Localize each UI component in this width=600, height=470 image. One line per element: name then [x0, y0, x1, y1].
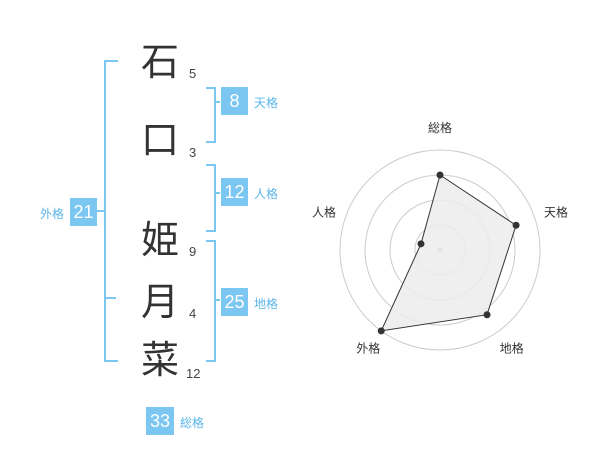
radar-ring [364, 174, 516, 326]
radar-point-2 [512, 221, 520, 229]
gaikaku-bracket [104, 60, 118, 362]
radar-rings [339, 149, 541, 351]
chikaku-value: 25 [221, 288, 248, 316]
stroke-count-4: 4 [189, 306, 197, 321]
gaikaku-bracket-divider [104, 297, 116, 299]
radar-ring [414, 224, 466, 276]
gaikaku-connector [96, 210, 104, 212]
stroke-count-2: 3 [189, 145, 197, 160]
tenkaku-bracket [206, 87, 216, 143]
radar-ring [389, 199, 491, 301]
stroke-count-3: 9 [189, 244, 197, 259]
radar-center [437, 247, 443, 253]
radar-axis-label-5: 人格 [312, 204, 336, 219]
name-char-3: 姫 [140, 218, 179, 262]
jinkaku-label: 人格 [254, 187, 279, 201]
radar-point-4 [377, 327, 385, 335]
jinkaku-value: 12 [221, 178, 248, 206]
gaikaku-label: 外格 [40, 207, 65, 221]
gaikaku-value: 21 [70, 198, 97, 226]
radar-axis-label-4: 外格 [356, 341, 380, 356]
name-char-2: 口 [140, 118, 179, 162]
tenkaku-label: 天格 [254, 96, 279, 110]
jinkaku-bracket [206, 164, 216, 232]
soukaku-label: 総格 [180, 416, 205, 430]
radar-point-3 [483, 311, 491, 319]
tenkaku-connector [214, 101, 220, 103]
radar-area [380, 174, 517, 332]
stroke-count-5: 12 [186, 366, 201, 381]
radar-point-1 [436, 171, 444, 179]
radar-axis-label-1: 総格 [428, 120, 452, 135]
radar-ring [339, 149, 541, 351]
name-char-4: 月 [140, 280, 179, 324]
radar-axis-label-3: 地格 [500, 341, 524, 356]
name-char-5: 菜 [140, 338, 179, 382]
jinkaku-connector [214, 192, 220, 194]
chikaku-connector [214, 299, 220, 301]
stroke-count-1: 5 [189, 66, 197, 81]
chikaku-label: 地格 [254, 297, 279, 311]
soukaku-value: 33 [146, 407, 174, 435]
radar-axis-label-2: 天格 [544, 204, 568, 219]
tenkaku-value: 8 [221, 87, 248, 115]
name-char-1: 石 [140, 40, 179, 84]
radar-point-5 [417, 240, 425, 248]
chikaku-bracket [206, 240, 216, 362]
